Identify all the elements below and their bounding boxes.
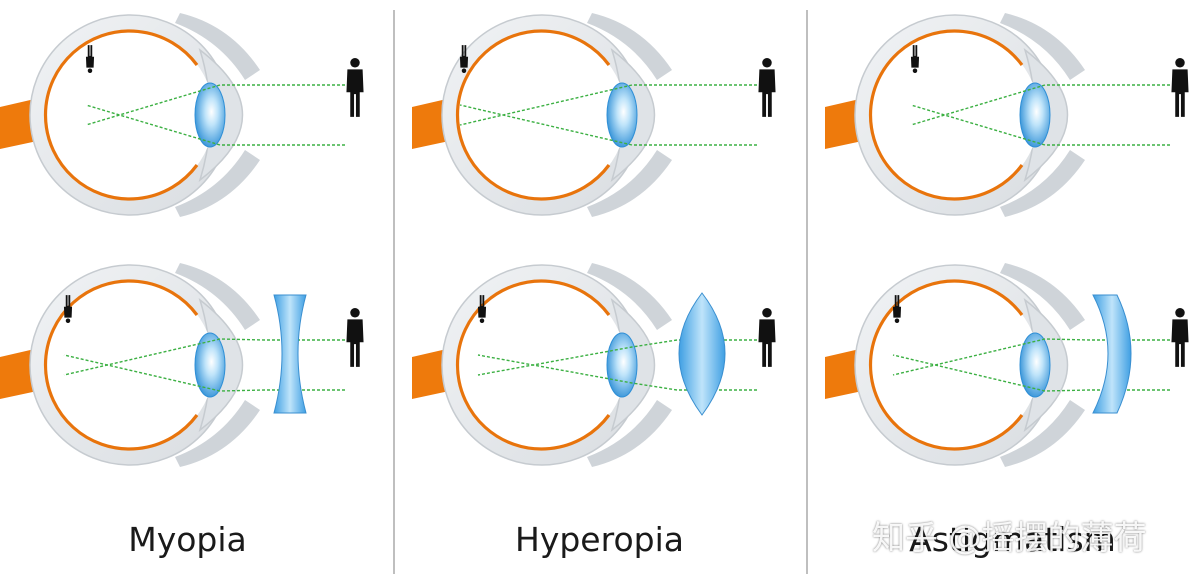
eye-myopia-1-retina-image-body bbox=[63, 295, 73, 318]
eye-hyperopia-0 bbox=[412, 13, 776, 217]
eye-myopia-0-lens bbox=[194, 82, 226, 148]
eye-myopia-0-iris-bottom bbox=[175, 150, 260, 217]
eye-hyperopia-0-retina bbox=[455, 29, 611, 201]
eye-hyperopia-0-object-person-head bbox=[762, 58, 772, 68]
eye-astigmatism-1-iris-top bbox=[1000, 263, 1085, 330]
eye-astigmatism-1-retina-image-head bbox=[894, 318, 900, 323]
caption-hyperopia: Hyperopia bbox=[515, 520, 684, 559]
eye-myopia-1-object-person-body bbox=[346, 319, 364, 367]
eye-astigmatism-0-iris-top bbox=[1000, 13, 1085, 80]
eye-hyperopia-1-iris-top bbox=[587, 263, 672, 330]
eye-hyperopia-1-object-person-head bbox=[762, 308, 772, 318]
caption-astigmatism: Astigmatism bbox=[909, 520, 1116, 559]
eye-myopia-1-vitreous bbox=[46, 281, 214, 449]
eye-myopia-0-retina-image bbox=[85, 45, 95, 73]
eye-myopia-0-ray-bottom bbox=[85, 104, 345, 146]
eye-myopia-0-iris-top bbox=[175, 13, 260, 80]
eye-astigmatism-0-lens bbox=[1019, 82, 1051, 148]
eye-astigmatism-1-iris-bottom bbox=[1000, 400, 1085, 467]
eye-astigmatism-1-object-person bbox=[1171, 308, 1189, 367]
eye-hyperopia-1-convex-lens bbox=[678, 292, 726, 416]
watermark-text: 知乎 @摇摆的薄荷 bbox=[872, 518, 1147, 557]
eye-myopia-0 bbox=[0, 13, 364, 217]
eye-astigmatism-1-lens bbox=[1019, 332, 1051, 398]
eye-myopia-1-object-person bbox=[346, 308, 364, 367]
eye-myopia-1-lens bbox=[194, 332, 226, 398]
eye-myopia-0-retina-image-head bbox=[87, 68, 93, 73]
eye-hyperopia-1 bbox=[412, 263, 776, 467]
eye-hyperopia-0-ray-bottom bbox=[459, 104, 757, 146]
eye-hyperopia-1-retina-image-head bbox=[479, 318, 485, 323]
eye-astigmatism-1-toric-lens bbox=[1092, 294, 1132, 414]
eye-astigmatism-0-retina-image bbox=[910, 45, 920, 73]
eye-myopia-1-ray-bottom bbox=[63, 354, 345, 392]
eye-hyperopia-1-object-person bbox=[758, 308, 776, 367]
eye-hyperopia-0-retina-image-body bbox=[459, 45, 469, 68]
eye-hyperopia-0-ray-top bbox=[459, 84, 757, 126]
eye-astigmatism-1-retina bbox=[868, 279, 1024, 451]
eye-hyperopia-1-object-person-body bbox=[758, 319, 776, 367]
eye-myopia-0-retina-image-body bbox=[85, 45, 95, 68]
eye-hyperopia-0-vitreous bbox=[458, 31, 626, 199]
eye-astigmatism-0-retina-image-head bbox=[912, 68, 918, 73]
eye-hyperopia-1-retina-image-body bbox=[477, 295, 487, 318]
eye-myopia-0-ray-top bbox=[85, 84, 345, 126]
eye-hyperopia-0-object-person-body bbox=[758, 69, 776, 117]
eye-astigmatism-1 bbox=[825, 263, 1189, 467]
eye-astigmatism-0-object-person-body bbox=[1171, 69, 1189, 117]
eye-astigmatism-1-retina-image bbox=[892, 295, 902, 323]
eye-myopia-0-object-person bbox=[346, 58, 364, 117]
eye-hyperopia-1-lens bbox=[606, 332, 638, 398]
eye-myopia-0-object-person-head bbox=[350, 58, 360, 68]
eye-hyperopia-1-vitreous bbox=[458, 281, 626, 449]
eye-astigmatism-1-ray-bottom bbox=[892, 354, 1170, 392]
eye-myopia-0-retina bbox=[43, 29, 199, 201]
eye-hyperopia-1-retina bbox=[455, 279, 611, 451]
eye-myopia-1-iris-bottom bbox=[175, 400, 260, 467]
eye-astigmatism-1-object-person-head bbox=[1175, 308, 1185, 318]
eye-hyperopia-0-retina-image bbox=[459, 45, 469, 73]
eye-hyperopia-0-iris-top bbox=[587, 13, 672, 80]
eye-astigmatism-1-vitreous bbox=[871, 281, 1039, 449]
eye-hyperopia-1-iris-bottom bbox=[587, 400, 672, 467]
eye-myopia-1 bbox=[0, 263, 364, 467]
eye-hyperopia-0-retina-image-head bbox=[461, 68, 467, 73]
eye-myopia-1-concave-lens bbox=[273, 294, 307, 414]
eye-astigmatism-0-ray-bottom bbox=[910, 104, 1170, 146]
eye-hyperopia-0-object-person bbox=[758, 58, 776, 117]
eye-astigmatism-0-ray-top bbox=[910, 84, 1170, 126]
eye-astigmatism-0-retina bbox=[868, 29, 1024, 201]
eye-astigmatism-1-retina-image-body bbox=[892, 295, 902, 318]
eye-myopia-1-retina bbox=[43, 279, 199, 451]
eye-hyperopia-0-lens bbox=[606, 82, 638, 148]
eye-astigmatism-0-object-person-head bbox=[1175, 58, 1185, 68]
eye-astigmatism-0 bbox=[825, 13, 1189, 217]
eye-astigmatism-0-iris-bottom bbox=[1000, 150, 1085, 217]
eye-myopia-0-vitreous bbox=[46, 31, 214, 199]
eye-myopia-1-object-person-head bbox=[350, 308, 360, 318]
eye-astigmatism-0-vitreous bbox=[871, 31, 1039, 199]
eye-hyperopia-0-iris-bottom bbox=[587, 150, 672, 217]
eye-astigmatism-1-object-person-body bbox=[1171, 319, 1189, 367]
caption-myopia: Myopia bbox=[128, 520, 247, 559]
eye-myopia-0-object-person-body bbox=[346, 69, 364, 117]
eye-hyperopia-1-retina-image bbox=[477, 295, 487, 323]
eye-astigmatism-0-retina-image-body bbox=[910, 45, 920, 68]
eye-myopia-1-retina-image-head bbox=[65, 318, 71, 323]
eye-astigmatism-0-object-person bbox=[1171, 58, 1189, 117]
eye-myopia-1-retina-image bbox=[63, 295, 73, 323]
eye-myopia-1-ray-top bbox=[63, 338, 345, 376]
eye-myopia-1-iris-top bbox=[175, 263, 260, 330]
